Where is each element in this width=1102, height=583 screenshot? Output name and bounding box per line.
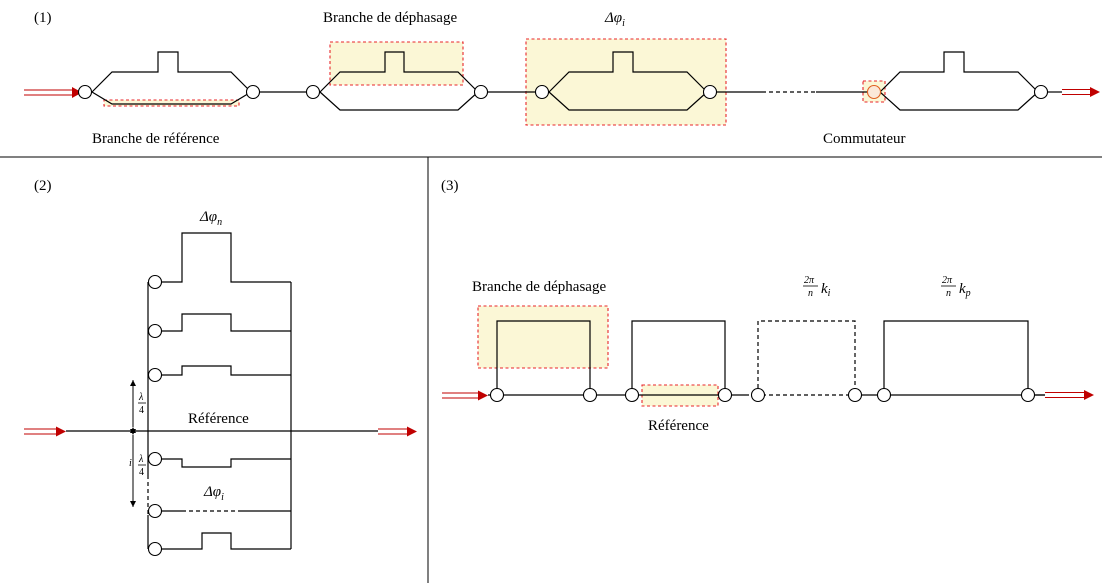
stage-box-2 [631,320,726,395]
label-delta-phi-i-2: Δφi [203,484,224,503]
stage-box-1 [496,320,591,395]
label-2pi-n-ki: 2π n ki [803,275,831,299]
panel-2-tag: (2) [34,178,52,194]
branch-n [147,232,291,290]
stage-1 [77,51,261,105]
node [305,84,321,100]
node [147,367,163,383]
node [147,503,163,519]
node [245,84,261,100]
output-arrow-3 [1035,390,1094,400]
node [147,541,163,557]
label-delta-phi-i: Δφi [604,10,625,29]
output-arrow [1048,87,1100,97]
reference-line [24,426,417,437]
svg-text:4: 4 [139,405,144,416]
panel-3-tag: (3) [441,178,459,194]
node [582,387,598,403]
node [473,84,489,100]
node [702,84,718,100]
node [1020,387,1036,403]
node [624,387,640,403]
label-2pi-n-kp: 2π n kp [941,275,971,299]
node [750,387,766,403]
node [1033,84,1049,100]
input-arrow [24,87,82,98]
branch [147,532,291,557]
svg-text:4: 4 [139,467,144,478]
label-i-lambda-over-4: i λ 4 [129,454,146,478]
svg-text:ki: ki [821,281,831,299]
node [717,387,733,403]
node [489,387,505,403]
svg-text:n: n [946,288,951,299]
svg-text:λ: λ [138,454,144,465]
panel-1: (1) [24,10,1100,147]
label-reference-3: Référence [648,418,709,434]
highlight-reference-branch [103,99,240,107]
svg-text:kp: kp [959,281,971,299]
switch-node [866,84,882,100]
panel-3: (3) B [441,178,1094,434]
node [847,387,863,403]
highlight-phase-branch [329,41,464,86]
svg-text:i: i [129,458,132,469]
stage-i [534,51,718,111]
branch [147,365,291,383]
panel-1-tag: (1) [34,10,52,26]
label-branche-dephasage-1: Branche de déphasage [323,10,457,26]
svg-text:2π: 2π [942,275,953,286]
node [147,323,163,339]
label-lambda-over-4: λ 4 [138,392,146,416]
branch [147,451,291,468]
highlight-phase-branch-3 [477,305,609,369]
input-arrow-3 [442,390,488,401]
label-branche-reference: Branche de référence [92,131,220,147]
label-commutateur: Commutateur [823,131,906,147]
stage-p [866,51,1049,111]
stage-box-i [757,320,856,395]
node [147,451,163,467]
node [77,84,93,100]
stage-2 [305,51,489,111]
svg-text:λ: λ [138,392,144,403]
label-branche-dephasage-3: Branche de déphasage [472,279,606,295]
branch-i [147,503,291,519]
branch [147,313,291,339]
node [534,84,550,100]
node [147,274,163,290]
stage-box-p [883,320,1029,395]
panel-2: (2) Référence [24,178,417,557]
node [876,387,892,403]
svg-text:2π: 2π [804,275,815,286]
svg-text:n: n [808,288,813,299]
label-reference-2: Référence [188,411,249,427]
label-delta-phi-n: Δφn [199,209,222,228]
